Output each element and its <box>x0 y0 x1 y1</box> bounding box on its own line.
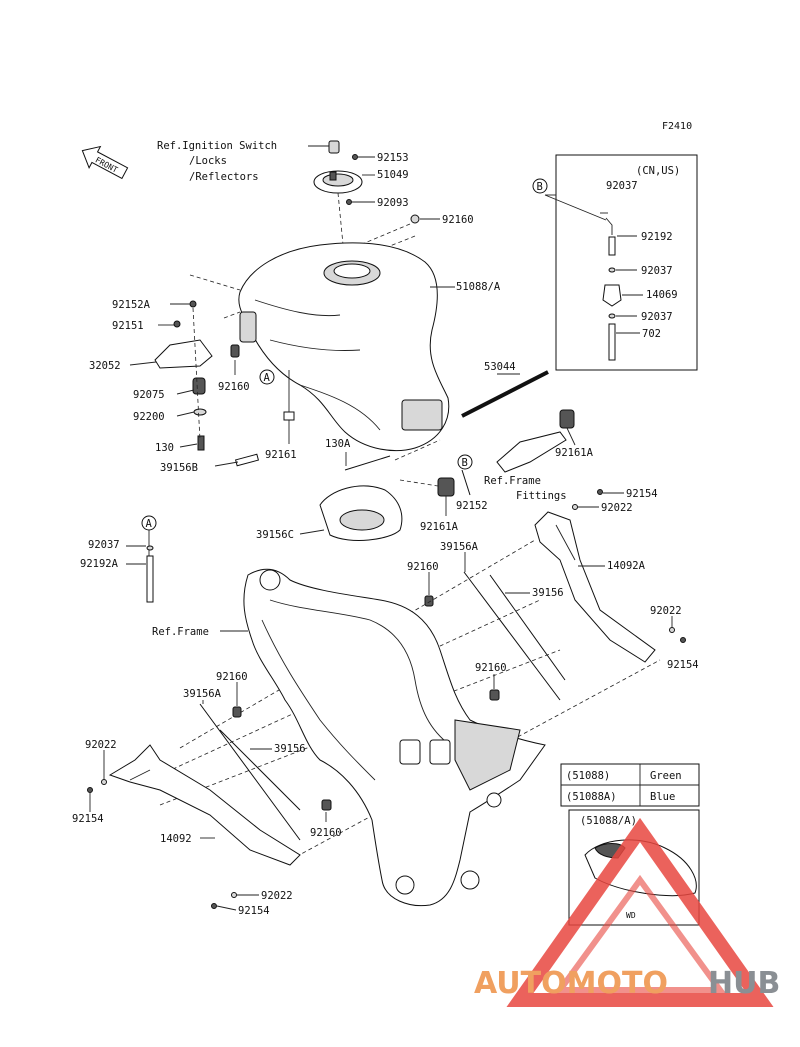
part-label-51088A: 51088/A <box>456 281 501 293</box>
part-label-92154-bottom: 92154 <box>238 905 270 917</box>
part-label-92037-left: 92037 <box>88 539 120 551</box>
inset-part-92037-c: 92037 <box>641 311 673 323</box>
part-label-92022-left: 92022 <box>85 739 117 751</box>
svg-text:A: A <box>264 372 271 384</box>
part-label-39156A-left: 39156A <box>183 688 222 700</box>
color-table-part-1: (51088) <box>566 770 610 782</box>
callout-a-left: A <box>141 515 157 531</box>
side-cover-left <box>108 744 301 866</box>
part-label-39156A-right: 39156A <box>440 541 479 553</box>
part-label-92154-right: 92154 <box>626 488 658 500</box>
part-label-32052: 32052 <box>89 360 121 372</box>
part-label-92154-far-right: 92154 <box>667 659 699 671</box>
part-label-92152A: 92152A <box>112 299 151 311</box>
part-label-92192A: 92192A <box>80 558 119 570</box>
part-label-92160-bottom: 92160 <box>310 827 342 839</box>
ignition-key-cylinder <box>328 140 340 154</box>
color-table-color-1: Green <box>650 770 682 782</box>
inset-cn-us-box: (CN,US) B 92037 92192 92037 14069 92037 … <box>532 154 698 371</box>
watermark-text-b: HUB <box>708 966 780 1001</box>
figure-code: F2410 <box>662 121 692 132</box>
mounting-bracket <box>154 339 213 369</box>
inset-part-92192: 92192 <box>641 231 673 243</box>
svg-text:B: B <box>462 457 468 469</box>
fuel-cap-assembly <box>313 170 363 194</box>
part-label-92160-top: 92160 <box>442 214 474 226</box>
part-label-92093: 92093 <box>377 197 409 209</box>
color-table-part-2: (51088A) <box>566 791 617 803</box>
part-label-92160-a: 92160 <box>218 381 250 393</box>
inset-part-92037-b: 92037 <box>641 265 673 277</box>
color-table-color-2: Blue <box>650 791 675 803</box>
inset-part-702: 702 <box>642 328 661 340</box>
part-label-92022-right: 92022 <box>601 502 633 514</box>
part-label-53044: 53044 <box>484 361 516 373</box>
part-label-14092A: 14092A <box>607 560 646 572</box>
part-label-130: 130 <box>155 442 174 454</box>
part-label-92152: 92152 <box>456 500 488 512</box>
part-label-92022-far-right: 92022 <box>650 605 682 617</box>
part-label-92022-bottom: 92022 <box>261 890 293 902</box>
ref-frame-fittings-label: Ref.Frame <box>484 475 541 487</box>
part-label-39156-right: 39156 <box>532 587 564 599</box>
part-label-92153: 92153 <box>377 152 409 164</box>
ref-ignition-label: Ref.Ignition Switch <box>157 140 277 152</box>
inset-part-92037-a: 92037 <box>606 180 638 192</box>
svg-text:B: B <box>537 181 543 193</box>
part-label-92075: 92075 <box>133 389 165 401</box>
color-variant-label: (51088/A) <box>580 815 637 827</box>
ref-frame-label: Ref.Frame <box>152 626 209 638</box>
ref-fittings-label: Fittings <box>516 490 567 502</box>
inset-part-14069: 14069 <box>646 289 678 301</box>
color-variant-caption: WD <box>626 911 636 920</box>
frame-fitting-bracket <box>496 431 567 473</box>
fuel-tank <box>238 242 450 452</box>
ref-locks-label: /Locks <box>189 155 227 167</box>
part-label-39156C: 39156C <box>256 529 294 541</box>
ref-reflectors-label: /Reflectors <box>189 171 259 183</box>
part-label-92151: 92151 <box>112 320 144 332</box>
callout-b-inset: B <box>532 178 548 194</box>
part-label-92160-middle-lower: 92160 <box>475 662 507 674</box>
side-cover-right <box>534 511 656 663</box>
svg-text:A: A <box>146 518 153 530</box>
part-label-51049: 51049 <box>377 169 409 181</box>
callout-b-tank: B <box>457 454 473 470</box>
part-label-92160-left: 92160 <box>216 671 248 683</box>
part-label-92161: 92161 <box>265 449 297 461</box>
tank-cover <box>319 485 403 541</box>
callout-a-top: A <box>259 369 275 385</box>
part-label-92161A-right: 92161A <box>555 447 594 459</box>
part-label-14092: 14092 <box>160 833 192 845</box>
inset-title: (CN,US) <box>636 165 680 177</box>
front-arrow-icon: FRONT <box>81 145 129 180</box>
motorcycle-frame <box>243 568 546 907</box>
part-label-39156-left: 39156 <box>274 743 306 755</box>
part-label-92161A-center: 92161A <box>420 521 459 533</box>
part-label-92154-left: 92154 <box>72 813 104 825</box>
part-label-92160-mid: 92160 <box>407 561 439 573</box>
part-label-92200: 92200 <box>133 411 165 423</box>
automotohub-watermark: AUTOMOTO HUB <box>474 817 780 1007</box>
watermark-text-a: AUTOMOTO <box>474 966 668 1001</box>
part-label-39156B: 39156B <box>160 462 198 474</box>
part-label-130A: 130A <box>325 438 351 450</box>
